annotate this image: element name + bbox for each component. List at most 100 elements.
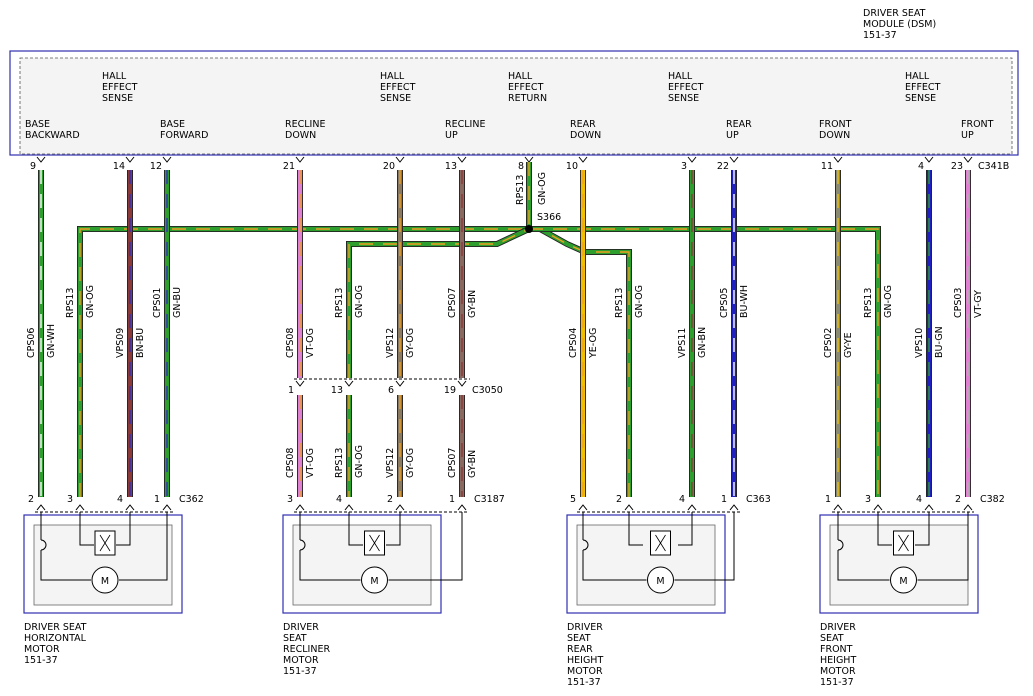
- motor-name-label: DRIVER: [567, 622, 603, 633]
- motor-symbol: [890, 566, 917, 594]
- motor-name-label: 151-37: [567, 677, 601, 688]
- motor-pin-arrow: [162, 504, 172, 511]
- module-pin-arrow: [162, 156, 172, 163]
- module-pin-number: 14: [113, 161, 125, 172]
- motor-symbol: [91, 566, 119, 594]
- lower-wire-circuit: VPS12: [385, 448, 396, 478]
- splice-branch-recliner-outline: [346, 226, 531, 378]
- wire-circuit-label: VPS12: [385, 328, 396, 358]
- motor-pin-number: 1: [721, 494, 727, 505]
- module-pin-number: 20: [383, 161, 395, 172]
- pin-function-label: FORWARD: [160, 130, 208, 141]
- wire-circuit-label: CPS02: [823, 328, 834, 358]
- motor-internal-wire: [119, 512, 168, 581]
- pin-function-label: UP: [445, 130, 458, 141]
- hall-effect-label: HALL: [668, 71, 693, 82]
- wire-circuit-label: VPS11: [677, 328, 688, 358]
- lower-wire-color: GY-BN: [467, 450, 478, 478]
- wire-color-label: GN-OG: [883, 285, 894, 318]
- motor-pin-number: 1: [449, 494, 455, 505]
- splice-branch-recliner: [346, 227, 530, 378]
- hall-effect-label: SENSE: [668, 93, 699, 104]
- splice-circuit-label: RPS13: [515, 175, 526, 205]
- pin-function-label: DOWN: [285, 130, 316, 141]
- motor-pin-number: 4: [336, 494, 342, 505]
- pin-function-label: DOWN: [819, 130, 850, 141]
- hall-effect-label: EFFECT: [102, 82, 138, 93]
- motor-name-label: HORIZONTAL: [24, 633, 87, 644]
- motor-name-label: 151-37: [283, 666, 317, 677]
- hall-sensor-symbol: [369, 534, 380, 552]
- module-pin-arrow: [125, 156, 135, 163]
- hall-effect-label: EFFECT: [905, 82, 941, 93]
- motor-name-label: MOTOR: [820, 666, 856, 677]
- wire-circuit-label: VPS10: [914, 328, 925, 358]
- hall-effect-label: HALL: [508, 71, 533, 82]
- wire-circuit-label: CPS07: [447, 288, 458, 318]
- motor-inner: [292, 524, 432, 606]
- motor-pin-arrow: [624, 504, 634, 511]
- wire-circuit-label: RPS13: [334, 288, 345, 318]
- pin-function-label: FRONT: [961, 119, 994, 130]
- motor-internal-wire: [386, 512, 401, 546]
- wire-color-label: GN-OG: [354, 285, 365, 318]
- motor-pin-arrow: [924, 504, 934, 511]
- module-pin-number: 11: [821, 161, 833, 172]
- motor-internal-wire: [674, 512, 735, 581]
- motor-symbol: [361, 566, 388, 594]
- motor-name-label: FRONT: [820, 644, 853, 655]
- hall-effect-label: SENSE: [102, 93, 133, 104]
- hall-effect-label: RETURN: [508, 93, 547, 104]
- module-pin-arrow: [36, 156, 46, 163]
- inline-pin-arrow: [395, 380, 405, 387]
- wire-circuit-label: RPS13: [614, 288, 625, 318]
- motor-sensor-symbol: [582, 539, 589, 551]
- motor-internal-wire: [915, 512, 930, 546]
- motor-pin-number: 3: [287, 494, 293, 505]
- motor-symbol-label: M: [899, 576, 907, 587]
- motor-pin-arrow: [873, 504, 883, 511]
- motor-name-label: SEAT: [567, 633, 591, 644]
- motor-name-label: RECLINER: [283, 644, 330, 655]
- module-pin-number: 21: [283, 161, 295, 172]
- splice-color-label: GN-OG: [537, 172, 548, 205]
- hall-effect-label: EFFECT: [508, 82, 544, 93]
- motor-internal-wire: [837, 568, 890, 581]
- motor-pin-arrow: [36, 504, 46, 511]
- lower-wire-circuit: CPS07: [447, 448, 458, 478]
- motor-connector-label: C382: [980, 494, 1005, 505]
- module-pin-arrow: [729, 156, 739, 163]
- motor-name-label: DRIVER: [820, 622, 856, 633]
- motor-internal-wire: [678, 512, 693, 546]
- motor-pin-number: 5: [570, 494, 576, 505]
- module-pin-arrow: [963, 156, 973, 163]
- motor-connector-label: C363: [746, 494, 771, 505]
- motor-internal-wire: [628, 512, 643, 546]
- motor-internal-wire: [917, 512, 969, 581]
- wire-circuit-label: RPS13: [65, 288, 76, 318]
- pin-function-label: REAR: [726, 119, 752, 130]
- motor-internal-wire: [40, 568, 91, 581]
- wire-color-label: GY-BN: [467, 290, 478, 318]
- module-pin-arrow: [395, 156, 405, 163]
- motor-name-label: MOTOR: [567, 666, 603, 677]
- wire-color-label: BU-GN: [934, 326, 945, 358]
- module-pin-number: 10: [566, 161, 578, 172]
- wire-circuit-label: CPS08: [285, 328, 296, 358]
- wire-color-label: GN-OG: [85, 285, 96, 318]
- hall-effect-label: SENSE: [380, 93, 411, 104]
- motor-name-label: HEIGHT: [567, 655, 603, 666]
- module-pin-number: 3: [681, 161, 687, 172]
- inline-pin-arrow: [457, 380, 467, 387]
- wire-color-label: GY-YE: [843, 332, 854, 358]
- module-pin-number: 12: [150, 161, 162, 172]
- module-title-line: MODULE (DSM): [863, 19, 936, 30]
- module-pin-arrow: [295, 156, 305, 163]
- wire-circuit-label: CPS03: [953, 288, 964, 318]
- motor-pin-number: 4: [916, 494, 922, 505]
- wire-circuit-label: VPS09: [115, 328, 126, 358]
- motor-pin-number: 4: [117, 494, 123, 505]
- module-pin-arrow: [578, 156, 588, 163]
